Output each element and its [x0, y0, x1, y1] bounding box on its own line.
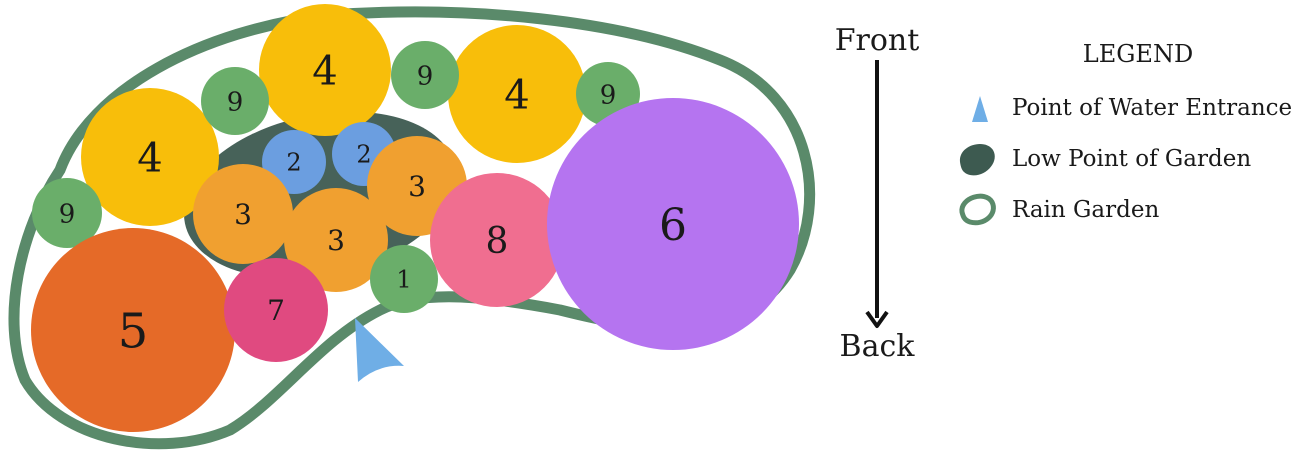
plant-number-label: 3: [408, 170, 426, 203]
plant-number-label: 1: [396, 266, 411, 294]
legend-item-label: Point of Water Entrance: [1012, 95, 1292, 121]
plant-circle: [448, 25, 586, 163]
plant-4: 4: [448, 25, 586, 163]
back-label: Back: [840, 329, 916, 364]
low-point-icon: [959, 143, 995, 176]
plant-number-label: 6: [659, 200, 687, 251]
plant-circle: [81, 88, 219, 226]
legend: LEGEND Point of Water Entrance Low Point…: [959, 40, 1292, 226]
plant-circle: [32, 178, 102, 248]
plant-3: 3: [284, 188, 388, 292]
plant-7: 7: [224, 258, 328, 362]
plant-number-label: 9: [600, 80, 617, 110]
plant-number-label: 9: [417, 61, 434, 91]
plant-circle: [262, 130, 326, 194]
plant-8: 8: [430, 173, 564, 307]
plant-number-label: 4: [137, 135, 162, 181]
plant-number-label: 7: [267, 294, 285, 327]
plant-number-label: 8: [486, 221, 509, 262]
plant-2: 2: [262, 130, 326, 194]
water-entrance-marker: [355, 318, 404, 382]
plant-4: 4: [259, 4, 391, 136]
plant-number-label: 4: [312, 48, 337, 94]
plant-circle: [259, 4, 391, 136]
plant-circle: [547, 98, 799, 350]
legend-title: LEGEND: [1083, 40, 1193, 68]
legend-item-label: Low Point of Garden: [1012, 146, 1251, 172]
plant-number-label: 9: [227, 87, 244, 117]
plant-circle: [31, 228, 235, 432]
plant-number-label: 3: [327, 224, 345, 257]
plant-number-label: 2: [356, 141, 371, 169]
legend-item-label: Rain Garden: [1012, 197, 1159, 223]
plant-number-label: 4: [504, 72, 529, 118]
plant-4: 4: [81, 88, 219, 226]
orientation-indicator: Front Back: [835, 23, 920, 364]
plant-5: 5: [31, 228, 235, 432]
front-label: Front: [835, 23, 920, 58]
rain-garden-icon: [959, 193, 996, 226]
plant-circle: [201, 67, 269, 135]
plant-circle: [391, 41, 459, 109]
plant-number-label: 2: [286, 149, 301, 177]
plant-number-label: 3: [234, 198, 252, 231]
plant-circle: [224, 258, 328, 362]
orientation-arrow-head: [865, 310, 889, 328]
plant-number-label: 9: [59, 199, 76, 229]
plant-6: 6: [547, 98, 799, 350]
plant-9: 9: [201, 67, 269, 135]
plant-number-label: 5: [118, 303, 149, 359]
water-entrance-icon: [972, 96, 988, 122]
plant-9: 9: [32, 178, 102, 248]
plant-circle: [284, 188, 388, 292]
plant-circle: [370, 245, 438, 313]
plant-3: 3: [193, 164, 293, 264]
plant-circle: [430, 173, 564, 307]
plant-circle: [193, 164, 293, 264]
plant-9: 9: [391, 41, 459, 109]
plant-1: 1: [370, 245, 438, 313]
